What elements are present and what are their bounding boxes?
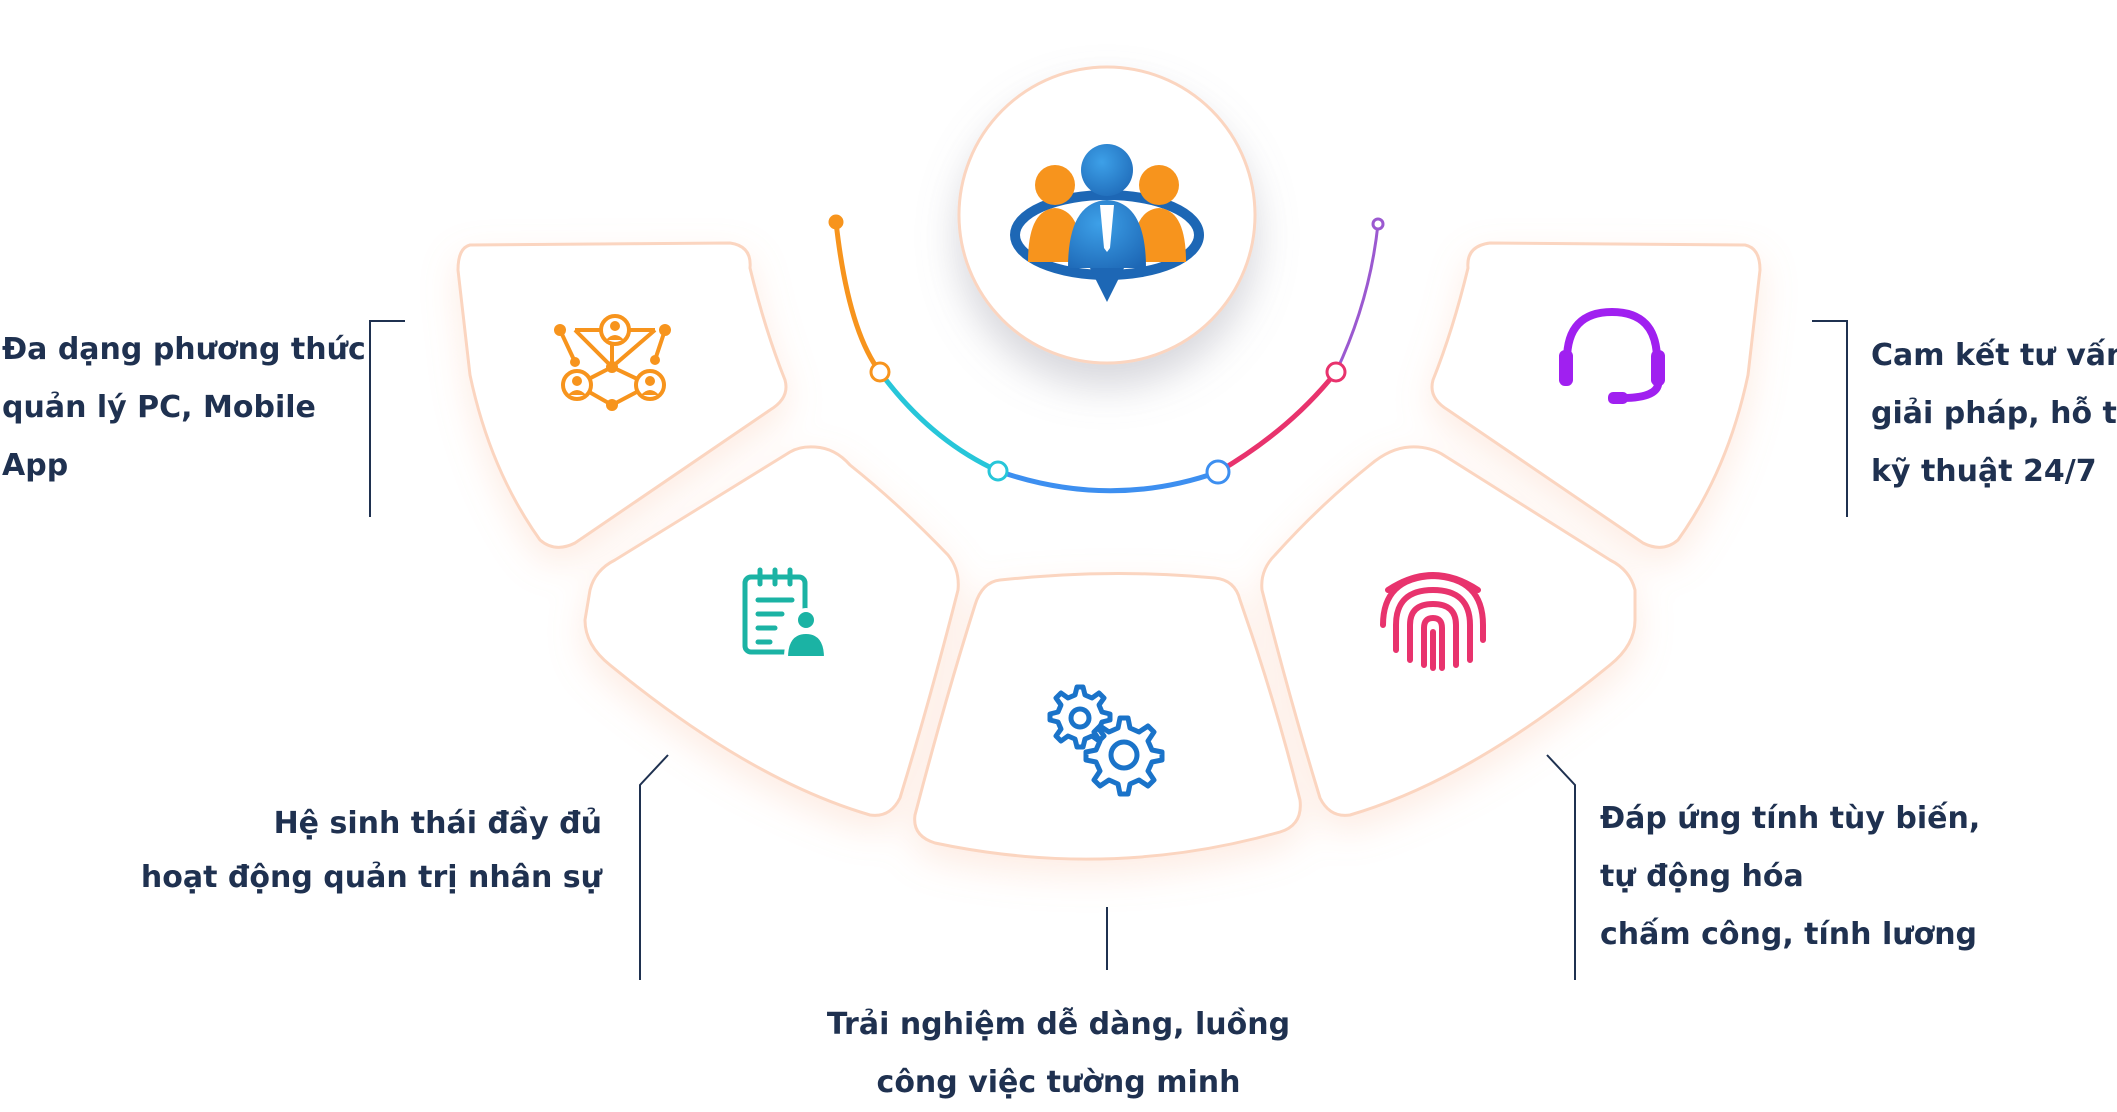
bracket-left-top (369, 320, 405, 517)
people-group-icon (1010, 144, 1204, 302)
gears-icon (1047, 684, 1165, 797)
bracket-left-bottom (639, 754, 669, 980)
network-users-icon (554, 314, 671, 411)
clipboard-user-icon (742, 567, 829, 660)
connector-arc (833, 219, 1380, 494)
connector-lines (369, 320, 1848, 980)
card-mid-left (583, 445, 960, 817)
card-top-left (456, 241, 788, 549)
feature-label-easy-experience: Trải nghiệm dễ dàng, luồng công việc tườ… (826, 1007, 1291, 1100)
headset-support-icon (1559, 307, 1665, 404)
arc-nodes (828, 214, 1385, 485)
card-top-right (1430, 241, 1762, 549)
feature-label-customization: Đáp ứng tính tùy biến, tự động hóa chấm … (1600, 801, 1981, 952)
feature-label-hr-ecosystem: Hệ sinh thái đầy đủ hoạt động quản trị n… (140, 806, 602, 895)
feature-label-support-24-7: Cam kết tư vấn giải pháp, hỗ trợ kỹ thuậ… (1871, 338, 2117, 489)
card-mid-right (1260, 445, 1637, 817)
bracket-right-top (1812, 320, 1848, 517)
feature-label-pc-mobile: Đa dạng phương thức quản lý PC, Mobile A… (2, 332, 366, 483)
bracket-right-bottom (1546, 754, 1576, 980)
fingerprint-icon (1380, 572, 1486, 671)
